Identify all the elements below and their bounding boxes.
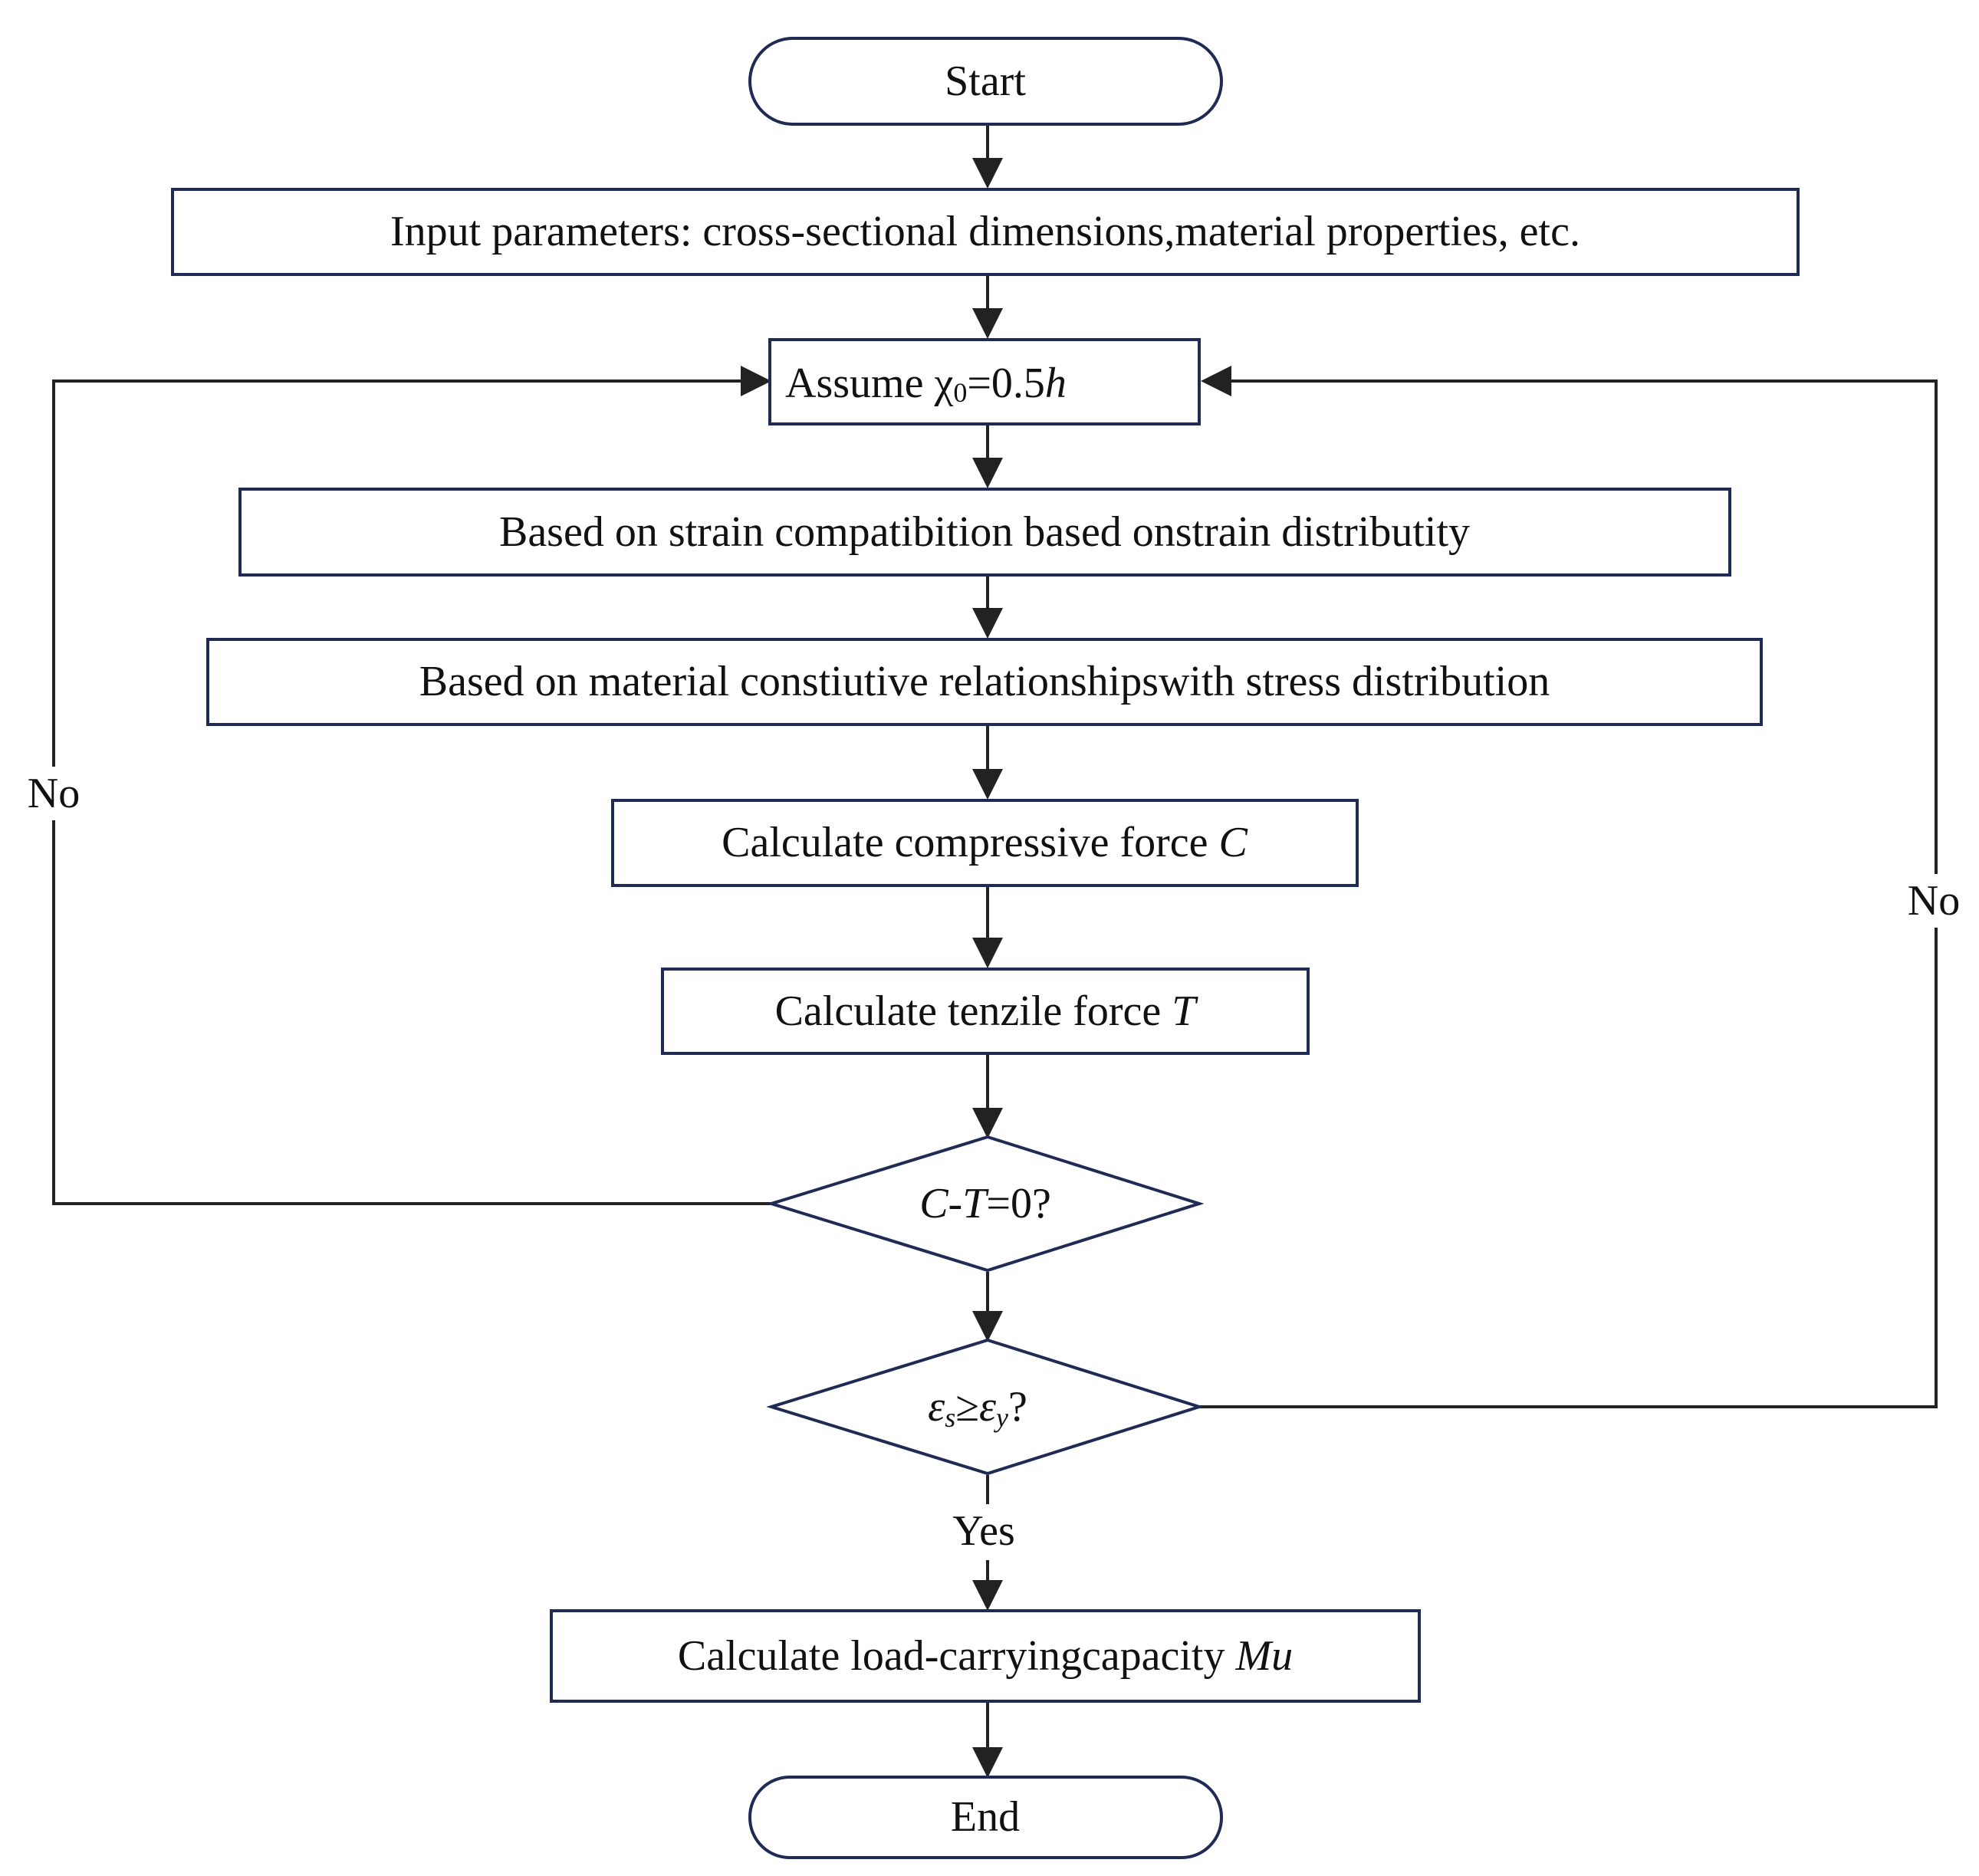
no-label-left: No bbox=[28, 770, 80, 817]
start-label: Start bbox=[945, 57, 1026, 105]
tensile-force-box: Calculate tenzile force T bbox=[661, 968, 1310, 1055]
assume-box: Assume χ0=0.5h bbox=[768, 338, 1201, 425]
strain-compatibility-label: Based on strain compatibition based onst… bbox=[499, 508, 1470, 556]
force-balance-decision: C-T=0? bbox=[766, 1135, 1205, 1273]
end-terminal: End bbox=[748, 1776, 1223, 1859]
yes-label: Yes bbox=[952, 1507, 1014, 1555]
assume-label: Assume χ0=0.5h bbox=[785, 360, 1067, 408]
strain-yield-label: εs≥εy? bbox=[928, 1383, 1027, 1433]
capacity-label: Calculate load-carryingcapacity Mu bbox=[678, 1632, 1293, 1680]
compressive-force-label: Calculate compressive force C bbox=[722, 819, 1248, 866]
strain-yield-decision: εs≥εy? bbox=[766, 1338, 1205, 1476]
stress-distribution-label: Based on material constiutive relationsh… bbox=[419, 658, 1550, 705]
stress-distribution-box: Based on material constiutive relationsh… bbox=[206, 638, 1763, 726]
tensile-force-label: Calculate tenzile force T bbox=[775, 987, 1199, 1035]
strain-compatibility-box: Based on strain compatibition based onst… bbox=[238, 488, 1731, 577]
no-label-right: No bbox=[1908, 877, 1960, 925]
force-balance-label: C-T=0? bbox=[919, 1180, 1051, 1227]
no-left-backdrop bbox=[15, 767, 92, 820]
no-right-backdrop bbox=[1898, 874, 1974, 928]
end-label: End bbox=[951, 1793, 1020, 1841]
compressive-force-box: Calculate compressive force C bbox=[611, 799, 1359, 887]
start-terminal: Start bbox=[748, 37, 1223, 126]
input-parameters-label: Input parameters: cross-sectional dimens… bbox=[390, 208, 1580, 255]
input-parameters-box: Input parameters: cross-sectional dimens… bbox=[171, 188, 1800, 276]
capacity-box: Calculate load-carryingcapacity Mu bbox=[550, 1609, 1421, 1703]
